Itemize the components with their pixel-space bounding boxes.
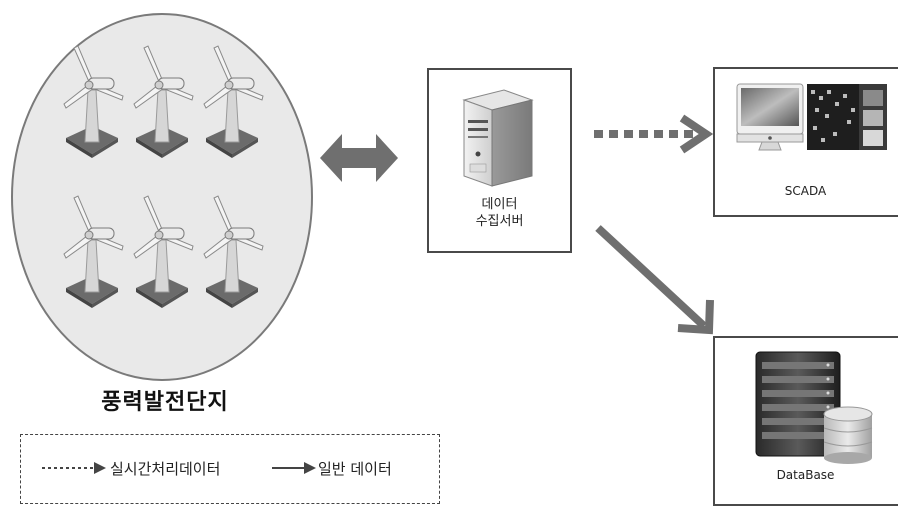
turbine-group xyxy=(63,45,264,308)
monitor-dashboard-icon xyxy=(736,83,887,151)
normal-data-arrow xyxy=(595,225,714,335)
server-label: 데이터 수집서버 xyxy=(427,196,572,230)
wind-turbine-icon xyxy=(133,45,194,158)
bidirectional-arrow-icon xyxy=(320,134,398,182)
realtime-data-arrow xyxy=(594,114,714,154)
scada-label: SCADA xyxy=(784,184,827,198)
server-tower-icon xyxy=(462,89,534,187)
legend-normal-label: 일반 데이터 xyxy=(318,460,392,478)
wind-turbine-icon xyxy=(203,195,264,308)
wind-farm-title: 풍력발전단지 xyxy=(101,390,229,415)
legend-realtime-label: 실시간처리데이터 xyxy=(110,460,221,478)
wind-turbine-icon xyxy=(63,45,124,158)
dotted-arrow-legend-icon xyxy=(42,462,106,474)
database-server-icon xyxy=(755,351,873,464)
server-label-line2: 수집서버 xyxy=(475,214,524,229)
wind-turbine-icon xyxy=(63,195,124,308)
server-label-line1: 데이터 xyxy=(481,197,518,212)
database-label: DataBase xyxy=(776,468,835,482)
solid-arrow-legend-icon xyxy=(272,462,316,474)
wind-turbine-icon xyxy=(203,45,264,158)
wind-turbine-icon xyxy=(133,195,194,308)
